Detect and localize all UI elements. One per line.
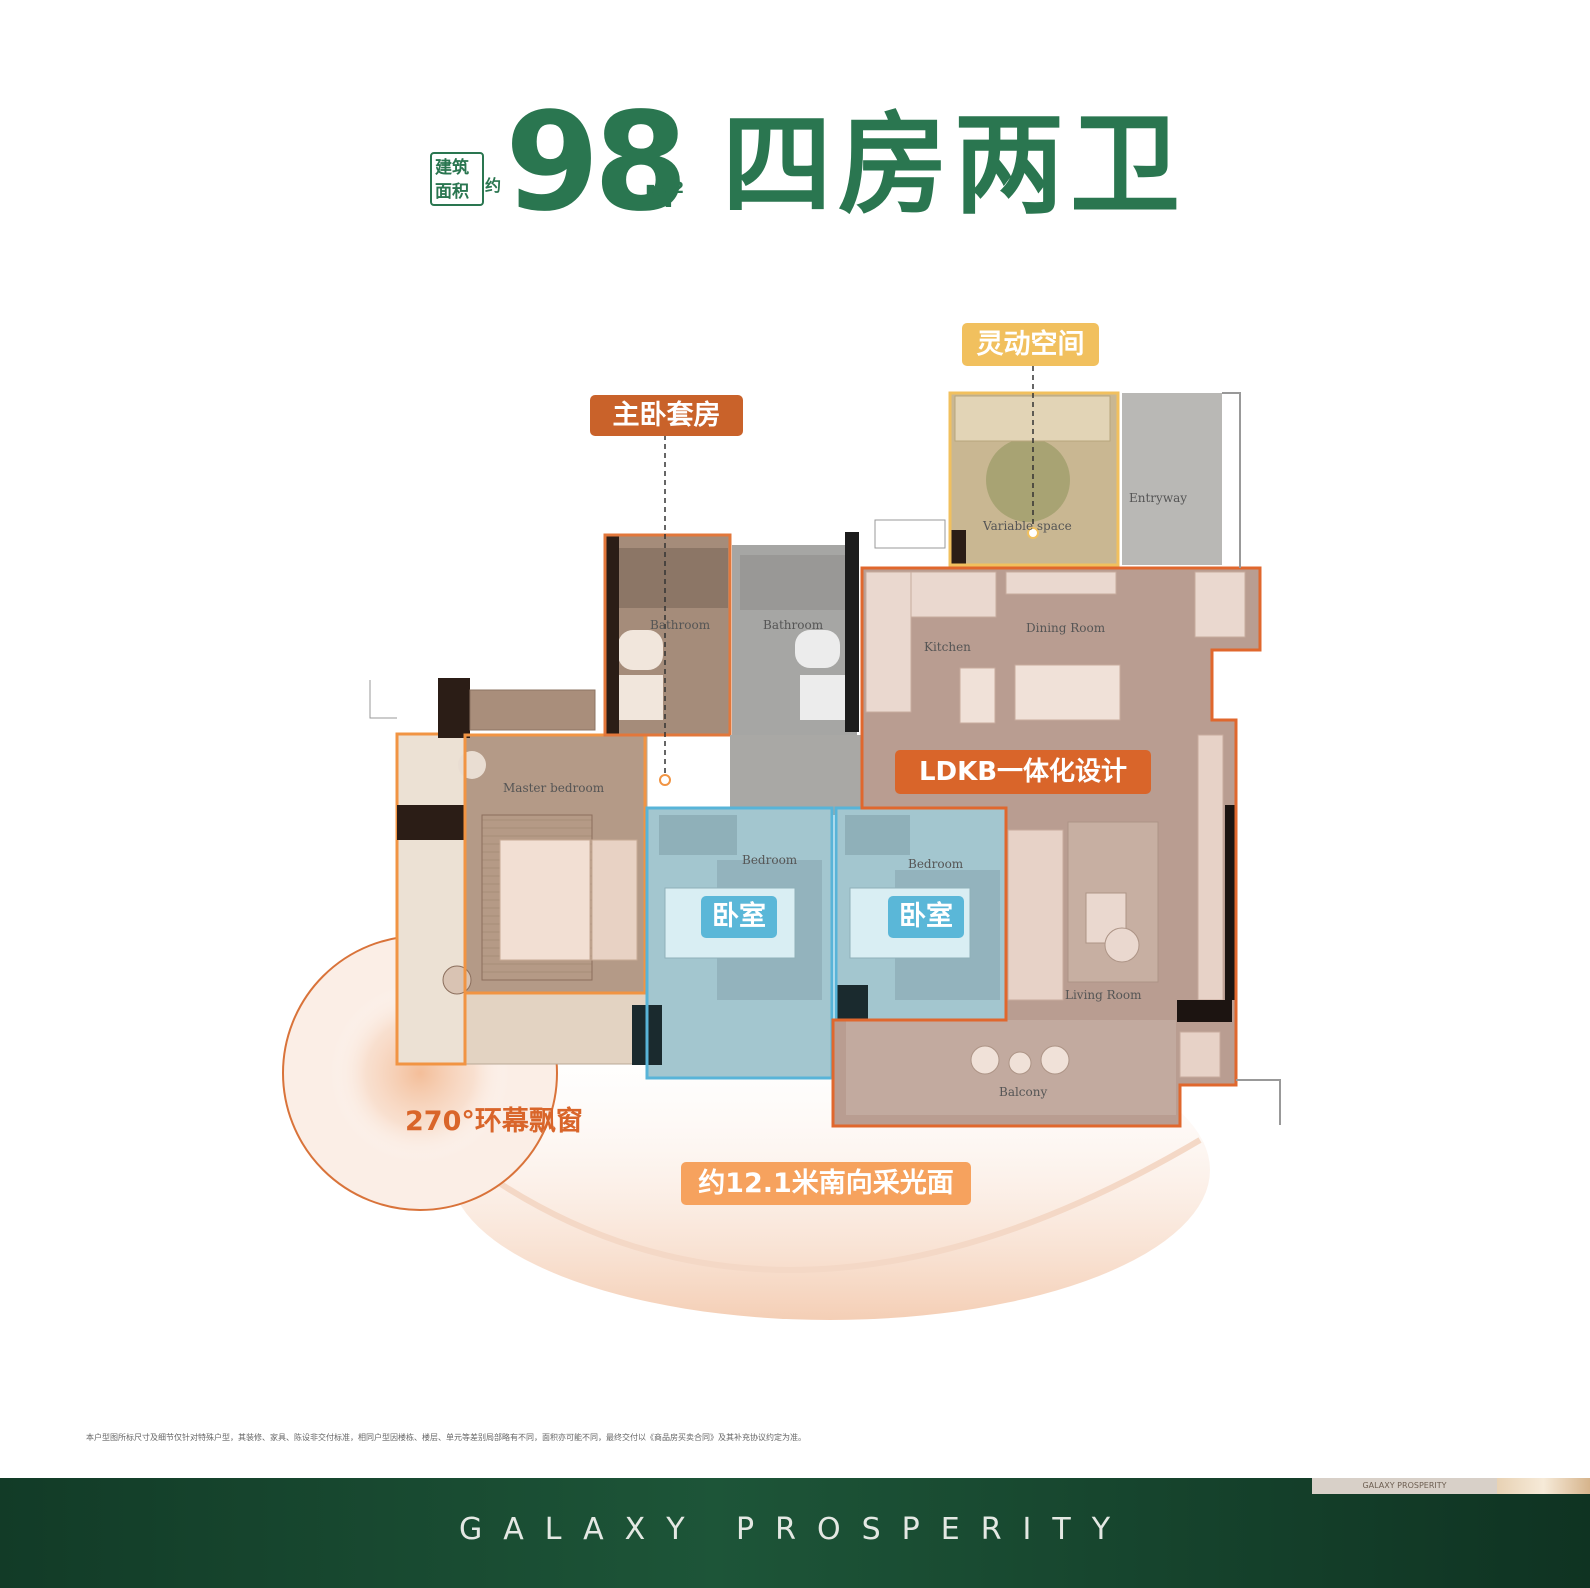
hallway — [730, 735, 862, 815]
ac-unit — [874, 519, 946, 549]
wall-block — [950, 530, 966, 565]
area-label-line2: 面积 — [435, 182, 469, 202]
floor-lamp — [458, 751, 486, 779]
entryway-floor — [1122, 393, 1222, 565]
toilet-2 — [795, 630, 840, 668]
callout-flex-space: 灵动空间 — [962, 323, 1099, 366]
bay-window-highlight — [395, 732, 467, 1066]
room-label-entryway: Entryway — [1129, 491, 1188, 505]
floor-plan — [282, 366, 1281, 1320]
callout-bedroom-a: 卧室 — [701, 896, 777, 938]
master-suite-outline-top — [603, 533, 732, 737]
sofa — [1007, 829, 1064, 1001]
washbasin-2 — [800, 675, 845, 720]
fridge — [1194, 571, 1246, 638]
wall-block — [836, 985, 868, 1020]
armchair — [442, 965, 472, 995]
area-approx-label: 约 — [485, 176, 502, 195]
area-value: 98 — [505, 84, 688, 242]
bedroom-1-wardrobe — [659, 815, 737, 855]
toilet — [618, 630, 663, 670]
room-label-bathroom-2: Bathroom — [763, 618, 824, 632]
tv-cabinet — [1197, 734, 1224, 1001]
room-label-variable-space: Variable space — [983, 519, 1072, 533]
outer-wall-line — [1222, 392, 1241, 568]
shower — [618, 548, 728, 608]
brand-chip: GALAXY PROSPERITY — [1312, 1478, 1497, 1494]
washing-machine — [1179, 1031, 1221, 1078]
wall-block — [1225, 805, 1237, 1000]
outer-wall-line — [1236, 1079, 1281, 1125]
ldkb-outline — [831, 566, 1262, 1128]
room-label-bathroom-1: Bathroom — [650, 618, 711, 632]
wall-block — [845, 532, 859, 732]
cabinet — [1005, 571, 1117, 595]
area-unit-superscript: 2 — [673, 178, 685, 197]
layout-title: 四房两卫 — [722, 101, 1186, 229]
footer-brand-text: GALAXY PROSPERITY — [458, 1512, 1132, 1547]
callout-sunlight: 约12.1米南向采光面 — [681, 1162, 971, 1205]
wall-block — [605, 535, 619, 735]
area-label-line1: 建筑 — [435, 158, 469, 178]
area-label-box: 建筑 面积 — [430, 152, 484, 206]
sunlight-arc — [438, 1137, 1202, 1273]
washbasin — [618, 675, 663, 720]
balcony-chair-2 — [1040, 1045, 1070, 1075]
callout-ldkb: LDKB一体化设计 — [895, 750, 1151, 794]
callout-bedroom-b: 卧室 — [888, 896, 964, 938]
room-label-balcony: Balcony — [999, 1085, 1048, 1099]
area-unit: M — [644, 180, 674, 215]
balcony-chair-1 — [970, 1045, 1000, 1075]
room-label-bedroom-2: Bedroom — [908, 857, 964, 871]
bed-pillows — [591, 839, 638, 961]
kitchen-island — [959, 667, 996, 724]
master-bed — [499, 839, 591, 961]
master-suite-outline — [463, 733, 647, 995]
wardrobe — [469, 689, 596, 731]
kitchen-sink-counter — [910, 571, 997, 618]
wall-block — [438, 678, 470, 738]
wall-block — [397, 805, 465, 840]
master-suite-leader-dot — [659, 774, 671, 786]
callout-master-suite: 主卧套房 — [590, 395, 743, 436]
bedroom-2-wardrobe — [845, 815, 910, 855]
outer-wall-line — [369, 680, 397, 719]
room-label-master-bedroom: Master bedroom — [503, 781, 605, 795]
bedroom-1-outline — [645, 806, 834, 1080]
flex-space-leader-dot — [1027, 527, 1039, 539]
variable-space-rug — [986, 438, 1070, 522]
dining-table — [1014, 664, 1121, 721]
wall-block — [1177, 1000, 1232, 1022]
room-label-bedroom-1: Bedroom — [742, 853, 798, 867]
kitchen-counter — [865, 571, 912, 713]
room-label-living-room: Living Room — [1065, 988, 1142, 1002]
room-label-kitchen: Kitchen — [924, 640, 971, 654]
shower-2 — [740, 555, 850, 610]
variable-space-outline — [948, 391, 1120, 567]
callout-bay-window: 270°环幕飘窗 — [405, 1106, 583, 1137]
room-label-dining-room: Dining Room — [1026, 621, 1106, 635]
balcony-table — [1008, 1051, 1032, 1075]
disclaimer-text: 本户型图所标尺寸及细节仅针对特殊户型，其装修、家具、陈设非交付标准，相同户型因楼… — [86, 1433, 806, 1442]
side-table — [1104, 927, 1140, 963]
brand-gold-strip — [1497, 1478, 1590, 1494]
footer-band — [0, 1478, 1590, 1588]
